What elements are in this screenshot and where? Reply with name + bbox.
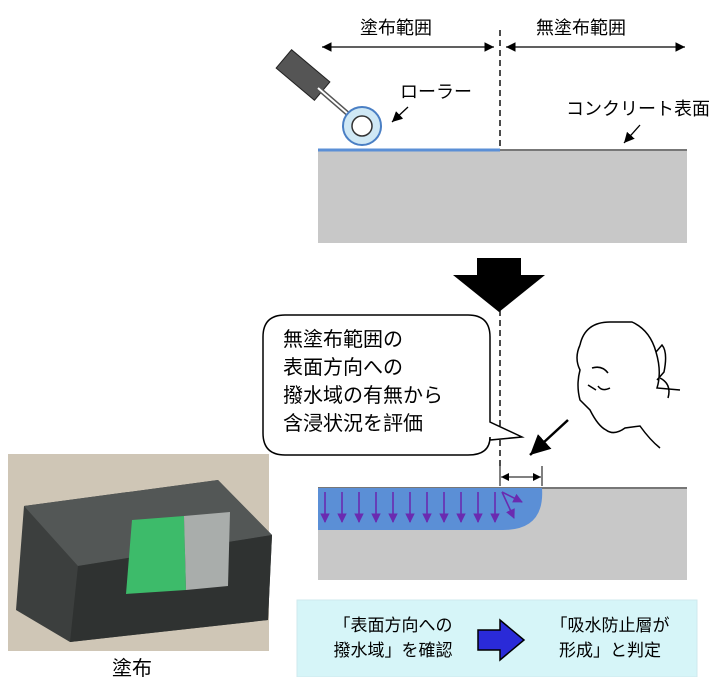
result-right-line: 形成」と判定 — [559, 641, 661, 661]
penetration-arrows — [320, 491, 523, 523]
roller-icon — [275, 49, 382, 146]
result-arrow-icon — [477, 618, 526, 662]
result-left-line: 「表面方向への — [333, 616, 453, 636]
big-down-arrow — [453, 258, 545, 312]
result-left-line: 撥水域」を確認 — [333, 641, 453, 661]
concrete-block-top — [318, 150, 687, 243]
view-pointer — [529, 419, 569, 456]
concrete-surface-label: コンクリート表面 — [566, 99, 710, 120]
bubble-line: 撥水域の有無から — [283, 383, 443, 407]
result-right-text: 「吸水防止層が 形成」と判定 — [535, 614, 685, 664]
roller-label: ローラー — [400, 82, 472, 103]
bubble-line: 表面方向への — [283, 355, 403, 379]
bubble-text: 無塗布範囲の 表面方向への 撥水域の有無から 含浸状況を評価 — [283, 325, 443, 437]
result-right-line: 「吸水防止層が — [550, 616, 670, 636]
photo-caption: 塗布 — [112, 656, 152, 680]
impregnated-zone — [318, 488, 543, 530]
coated-range-label: 塗布範囲 — [360, 18, 432, 39]
bubble-line: 含浸状況を評価 — [283, 411, 423, 435]
bubble-line: 無塗布範囲の — [283, 327, 403, 351]
coated-block-photo — [8, 454, 272, 651]
uncoated-range-label: 無塗布範囲 — [536, 18, 626, 39]
result-left-text: 「表面方向への 撥水域」を確認 — [318, 614, 468, 664]
speech-bubble — [262, 314, 525, 456]
roller-pointer — [391, 106, 409, 123]
observer-face-icon — [576, 321, 681, 449]
surface-pointer — [623, 124, 641, 144]
